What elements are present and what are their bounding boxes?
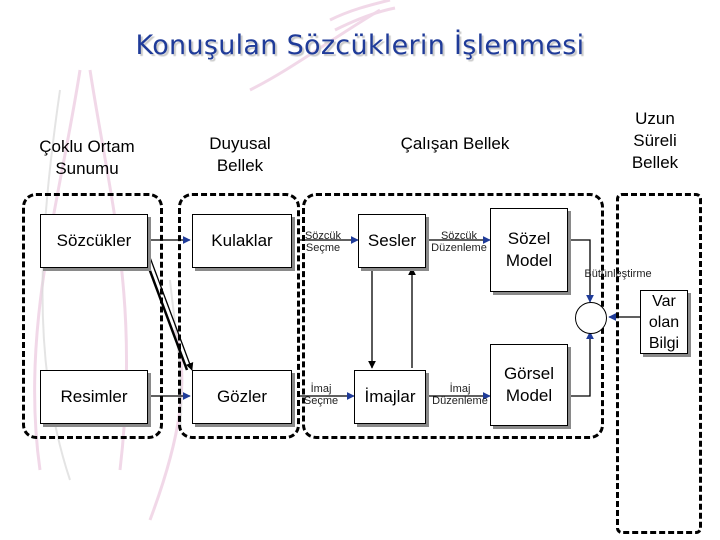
page-title: Konuşulan Sözcüklerin İşlenmesi bbox=[135, 30, 585, 61]
verbal-model-box: Sözel Model bbox=[490, 208, 568, 292]
pictures-box: Resimler bbox=[40, 370, 148, 424]
header-sensory-memory: Duyusal Bellek bbox=[209, 134, 271, 175]
pictorial-model-box: Görsel Model bbox=[490, 344, 568, 426]
integration-node bbox=[575, 302, 607, 334]
multimedia-group-outline bbox=[22, 193, 163, 439]
sounds-box: Sesler bbox=[358, 214, 426, 268]
images-box: İmajlar bbox=[354, 370, 426, 424]
select-images-label: İmaj Seçme bbox=[303, 383, 339, 407]
select-words-label: Sözcük Seçme bbox=[304, 230, 342, 254]
eyes-box: Gözler bbox=[192, 370, 292, 424]
ears-box: Kulaklar bbox=[192, 214, 292, 268]
organize-words-label: Sözcük Düzenleme bbox=[431, 230, 487, 254]
header-long-term-memory: Uzun Süreli Bellek bbox=[631, 109, 679, 172]
header-multimedia: Çoklu Ortam Sunumu bbox=[39, 137, 135, 178]
words-box: Sözcükler bbox=[40, 214, 148, 268]
header-working-memory: Çalışan Bellek bbox=[400, 134, 510, 153]
long-term-memory-group-outline bbox=[616, 193, 702, 534]
integrate-label: Bütünleştirme bbox=[584, 268, 652, 280]
organize-images-label: İmaj Düzenleme bbox=[432, 383, 488, 407]
prior-knowledge-box: Var olan Bilgi bbox=[640, 290, 688, 354]
sensory-memory-group-outline bbox=[178, 193, 300, 439]
